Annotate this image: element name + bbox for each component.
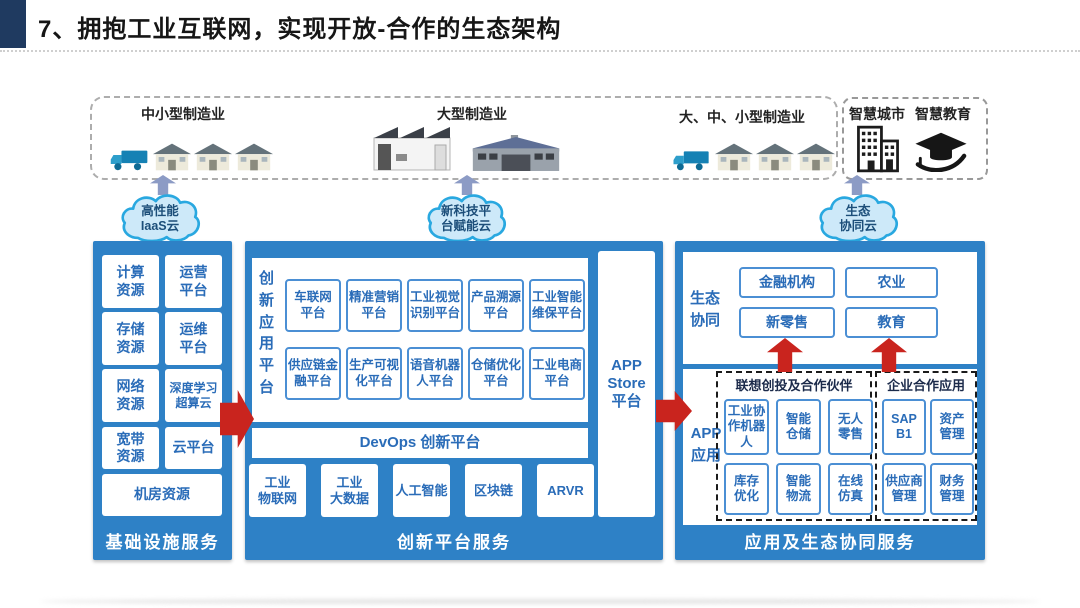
factory-icon — [373, 126, 451, 171]
truck-icon — [110, 150, 148, 171]
warehouse-icon — [472, 135, 560, 171]
smart-city-label: 智慧城市 — [849, 106, 905, 122]
infra-cell: 运营 平台 — [165, 255, 222, 308]
tech-cell: 工业 物联网 — [249, 464, 306, 517]
sector-cell: 新零售 — [739, 307, 835, 338]
slide-bottom-shadow — [40, 599, 1040, 604]
devops-platform-bar: DevOps 创新平台 — [252, 428, 588, 458]
infrastructure-box: 计算 资源 运营 平台 存储 资源 运维 平台 网络 资源 深度学习 超算云 宽… — [93, 241, 232, 560]
tech-cell: 工业 大数据 — [321, 464, 378, 517]
building-icon — [857, 125, 899, 173]
eco-synergy-panel: 生态 协同 金融机构 农业 新零售 教育 — [683, 252, 977, 364]
title-divider — [0, 50, 1080, 52]
app-panel: APP 应用 联想创投及合作伙伴 工业协 作机器 人 智能 仓储 无人 零售 库… — [683, 369, 977, 525]
enterprise-apps-group: 企业合作应用 SAP B1 资产 管理 供应商 管理 财务 管理 — [875, 371, 977, 521]
enterprise-cell: 资产 管理 — [930, 399, 974, 455]
enterprise-apps-header: 企业合作应用 — [886, 378, 965, 393]
house-icon — [234, 143, 274, 171]
platform-cell: 精准营销 平台 — [346, 279, 402, 332]
page-title: 7、拥抱工业互联网，实现开放-合作的生态架构 — [38, 16, 562, 43]
infra-cell: 宽带 资源 — [102, 427, 159, 469]
enterprise-cell: 供应商 管理 — [882, 463, 926, 515]
infrastructure-footer: 基础设施服务 — [105, 533, 220, 552]
ecosystem-footer: 应用及生态协同服务 — [744, 533, 916, 552]
ecosystem-box: 生态 协同 金融机构 农业 新零售 教育 APP 应用 联想创投及合作伙伴 工业… — [675, 241, 985, 560]
partner-cell: 智能 物流 — [776, 463, 821, 515]
platform-cell: 仓储优化 平台 — [468, 347, 524, 400]
group-label-large-manufacturing: 大型制造业 — [437, 106, 507, 122]
platform-cell: 语音机器 人平台 — [407, 347, 463, 400]
truck-icon — [673, 151, 709, 171]
house-icon — [152, 143, 192, 171]
sector-cell: 教育 — [845, 307, 938, 338]
cloud-iaas: 高性能 IaaS云 — [112, 191, 208, 243]
house-icon — [193, 143, 233, 171]
platform-cell: 工业视觉 识别平台 — [407, 279, 463, 332]
app-usage-label: APP 应用 — [690, 425, 722, 464]
infra-cell: 运维 平台 — [165, 312, 222, 365]
infra-cell: 云平台 — [165, 427, 222, 469]
enterprise-cell: SAP B1 — [882, 399, 926, 455]
infra-cell: 网络 资源 — [102, 369, 159, 422]
cloud-eco-synergy: 生态 协同云 — [810, 191, 906, 243]
infra-cell: 存储 资源 — [102, 312, 159, 365]
smart-education-label: 智慧教育 — [915, 106, 971, 122]
infra-cell: 计算 资源 — [102, 255, 159, 308]
tech-cell: 区块链 — [465, 464, 522, 517]
platform-cell: 生产可视 化平台 — [346, 347, 402, 400]
house-icon — [714, 143, 754, 171]
group-label-all-manufacturing: 大、中、小型制造业 — [679, 109, 805, 125]
house-icon — [796, 143, 836, 171]
platform-cell: 工业电商 平台 — [529, 347, 585, 400]
title-accent-square — [0, 0, 26, 48]
tech-cell: ARVR — [537, 464, 594, 517]
partner-cell: 智能 仓储 — [776, 399, 821, 455]
cloud-tech-platform-label: 新科技平 台赋能云 — [440, 204, 491, 233]
partner-cell: 工业协 作机器 人 — [724, 399, 769, 455]
eco-synergy-label: 生态 协同 — [689, 290, 720, 329]
platform-cell: 供应链金 融平台 — [285, 347, 341, 400]
infra-cell: 机房资源 — [102, 474, 222, 516]
innovation-app-panel: 创新应用平台 车联网 平台 精准营销 平台 工业视觉 识别平台 产品溯源 平台 … — [252, 258, 588, 422]
group-label-sme-manufacturing: 中小型制造业 — [141, 106, 225, 122]
innovation-app-platform-label: 创新应用平台 — [258, 270, 274, 396]
cloud-eco-synergy-label: 生态 协同云 — [839, 204, 877, 233]
partner-cell: 无人 零售 — [828, 399, 873, 455]
partners-group: 联想创投及合作伙伴 工业协 作机器 人 智能 仓储 无人 零售 库存 优化 智能… — [716, 371, 873, 521]
partner-cell: 库存 优化 — [724, 463, 769, 515]
education-icon — [913, 130, 969, 172]
partners-group-header: 联想创投及合作伙伴 — [735, 378, 853, 393]
innovation-footer: 创新平台服务 — [397, 533, 511, 552]
app-store-platform-column: APP Store 平台 — [598, 251, 655, 517]
infra-cell: 深度学习 超算云 — [165, 369, 222, 422]
house-icon — [755, 143, 795, 171]
platform-cell: 车联网 平台 — [285, 279, 341, 332]
sector-cell: 金融机构 — [739, 267, 835, 298]
innovation-box: 创新应用平台 车联网 平台 精准营销 平台 工业视觉 识别平台 产品溯源 平台 … — [245, 241, 663, 560]
partner-cell: 在线 仿真 — [828, 463, 873, 515]
enterprise-cell: 财务 管理 — [930, 463, 974, 515]
sector-cell: 农业 — [845, 267, 938, 298]
platform-cell: 产品溯源 平台 — [468, 279, 524, 332]
platform-cell: 工业智能 维保平台 — [529, 279, 585, 332]
tech-cell: 人工智能 — [393, 464, 450, 517]
cloud-tech-platform: 新科技平 台赋能云 — [418, 191, 514, 243]
cloud-iaas-label: 高性能 IaaS云 — [140, 204, 180, 233]
